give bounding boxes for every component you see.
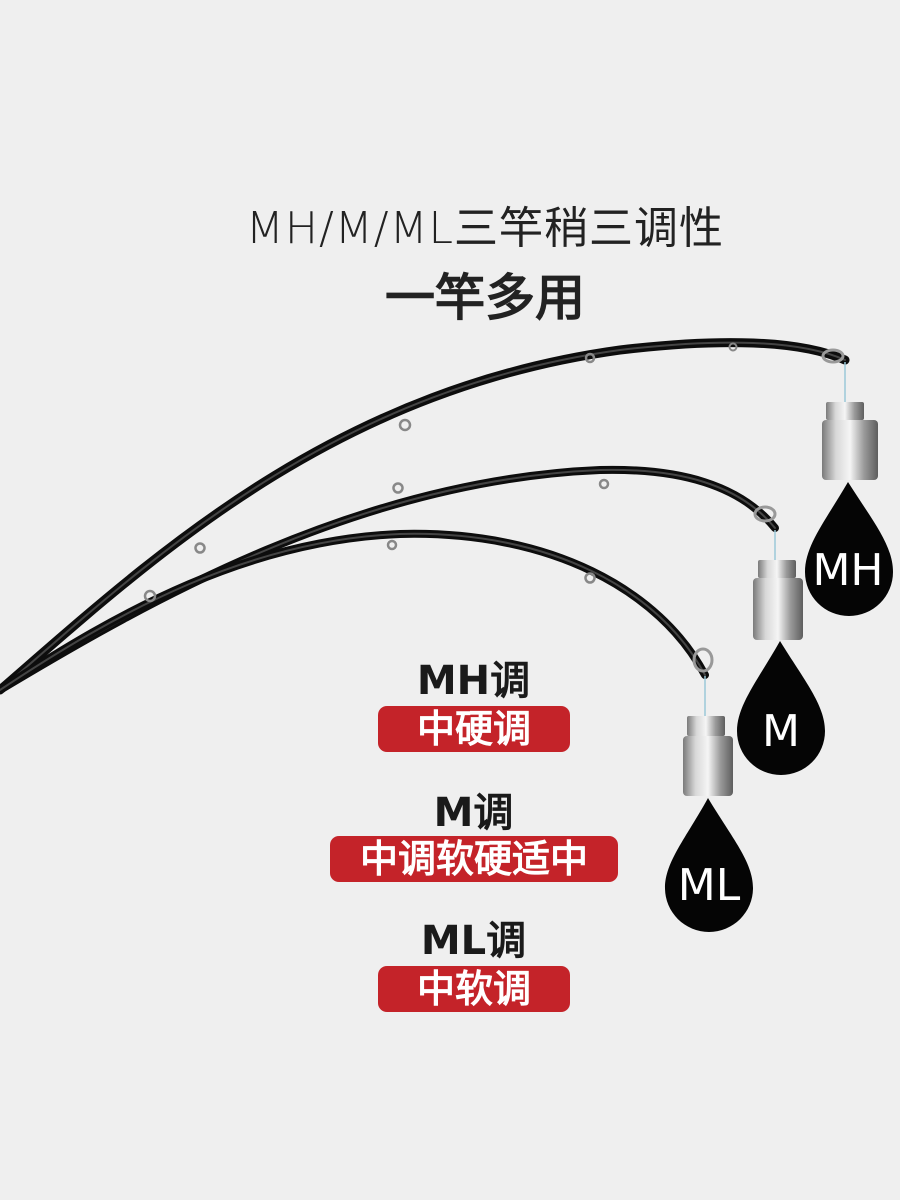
action-label-ml: ML调 — [420, 918, 527, 964]
drop-ml-icon — [665, 798, 753, 932]
drop-label-m: M — [762, 706, 800, 757]
weight-mh-icon — [822, 402, 878, 480]
drop-mh-icon — [805, 482, 893, 616]
action-badge-m: 中调软硬适中 — [330, 836, 618, 882]
page-title: MH/M/ML三竿稍三调性 — [245, 203, 725, 254]
action-label-mh: MH调 — [416, 658, 531, 704]
action-badge-ml: 中软调 — [378, 966, 570, 1012]
rod-guide-icon — [728, 342, 738, 352]
rod-guide-icon — [194, 542, 206, 554]
rod-tip-icon — [821, 348, 845, 364]
weight-m-icon — [753, 560, 803, 640]
drop-m-icon — [737, 641, 825, 775]
drop-label-ml: ML — [677, 860, 741, 911]
action-badge-mh: 中硬调 — [378, 706, 570, 752]
drop-label-mh: MH — [812, 545, 884, 596]
rod-ml — [0, 529, 714, 716]
rod-guide-icon — [584, 572, 596, 584]
rod-guide-icon — [598, 478, 610, 490]
rod-tip-icon — [753, 505, 777, 523]
rod-guide-icon — [584, 352, 596, 364]
rod-tip-icon — [692, 647, 714, 673]
rod-guide-icon — [386, 539, 398, 551]
rod-guide-icon — [398, 418, 412, 432]
rod-mh — [0, 338, 850, 695]
rod-guide-icon — [143, 589, 157, 603]
page-subtitle: 一竿多用 — [385, 269, 585, 327]
rod-guide-icon — [392, 482, 404, 494]
weight-ml-icon — [683, 716, 733, 796]
action-label-m: M调 — [433, 790, 514, 836]
